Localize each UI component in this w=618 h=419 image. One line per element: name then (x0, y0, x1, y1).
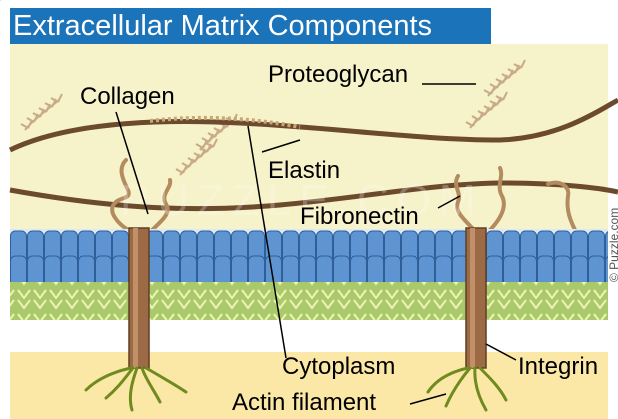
diagram-title: Extracellular Matrix Components (13, 8, 432, 44)
label-fibronectin: Fibronectin (300, 204, 419, 230)
credit-text: © Puzzle.com (607, 208, 618, 282)
lipid-bilayer (10, 229, 608, 352)
label-integrin: Integrin (518, 354, 598, 380)
label-collagen: Collagen (80, 84, 175, 110)
label-cytoplasm: Cytoplasm (282, 354, 395, 380)
label-actin-filament: Actin filament (232, 390, 376, 416)
label-elastin: Elastin (268, 158, 340, 184)
label-proteoglycan: Proteoglycan (268, 62, 408, 88)
